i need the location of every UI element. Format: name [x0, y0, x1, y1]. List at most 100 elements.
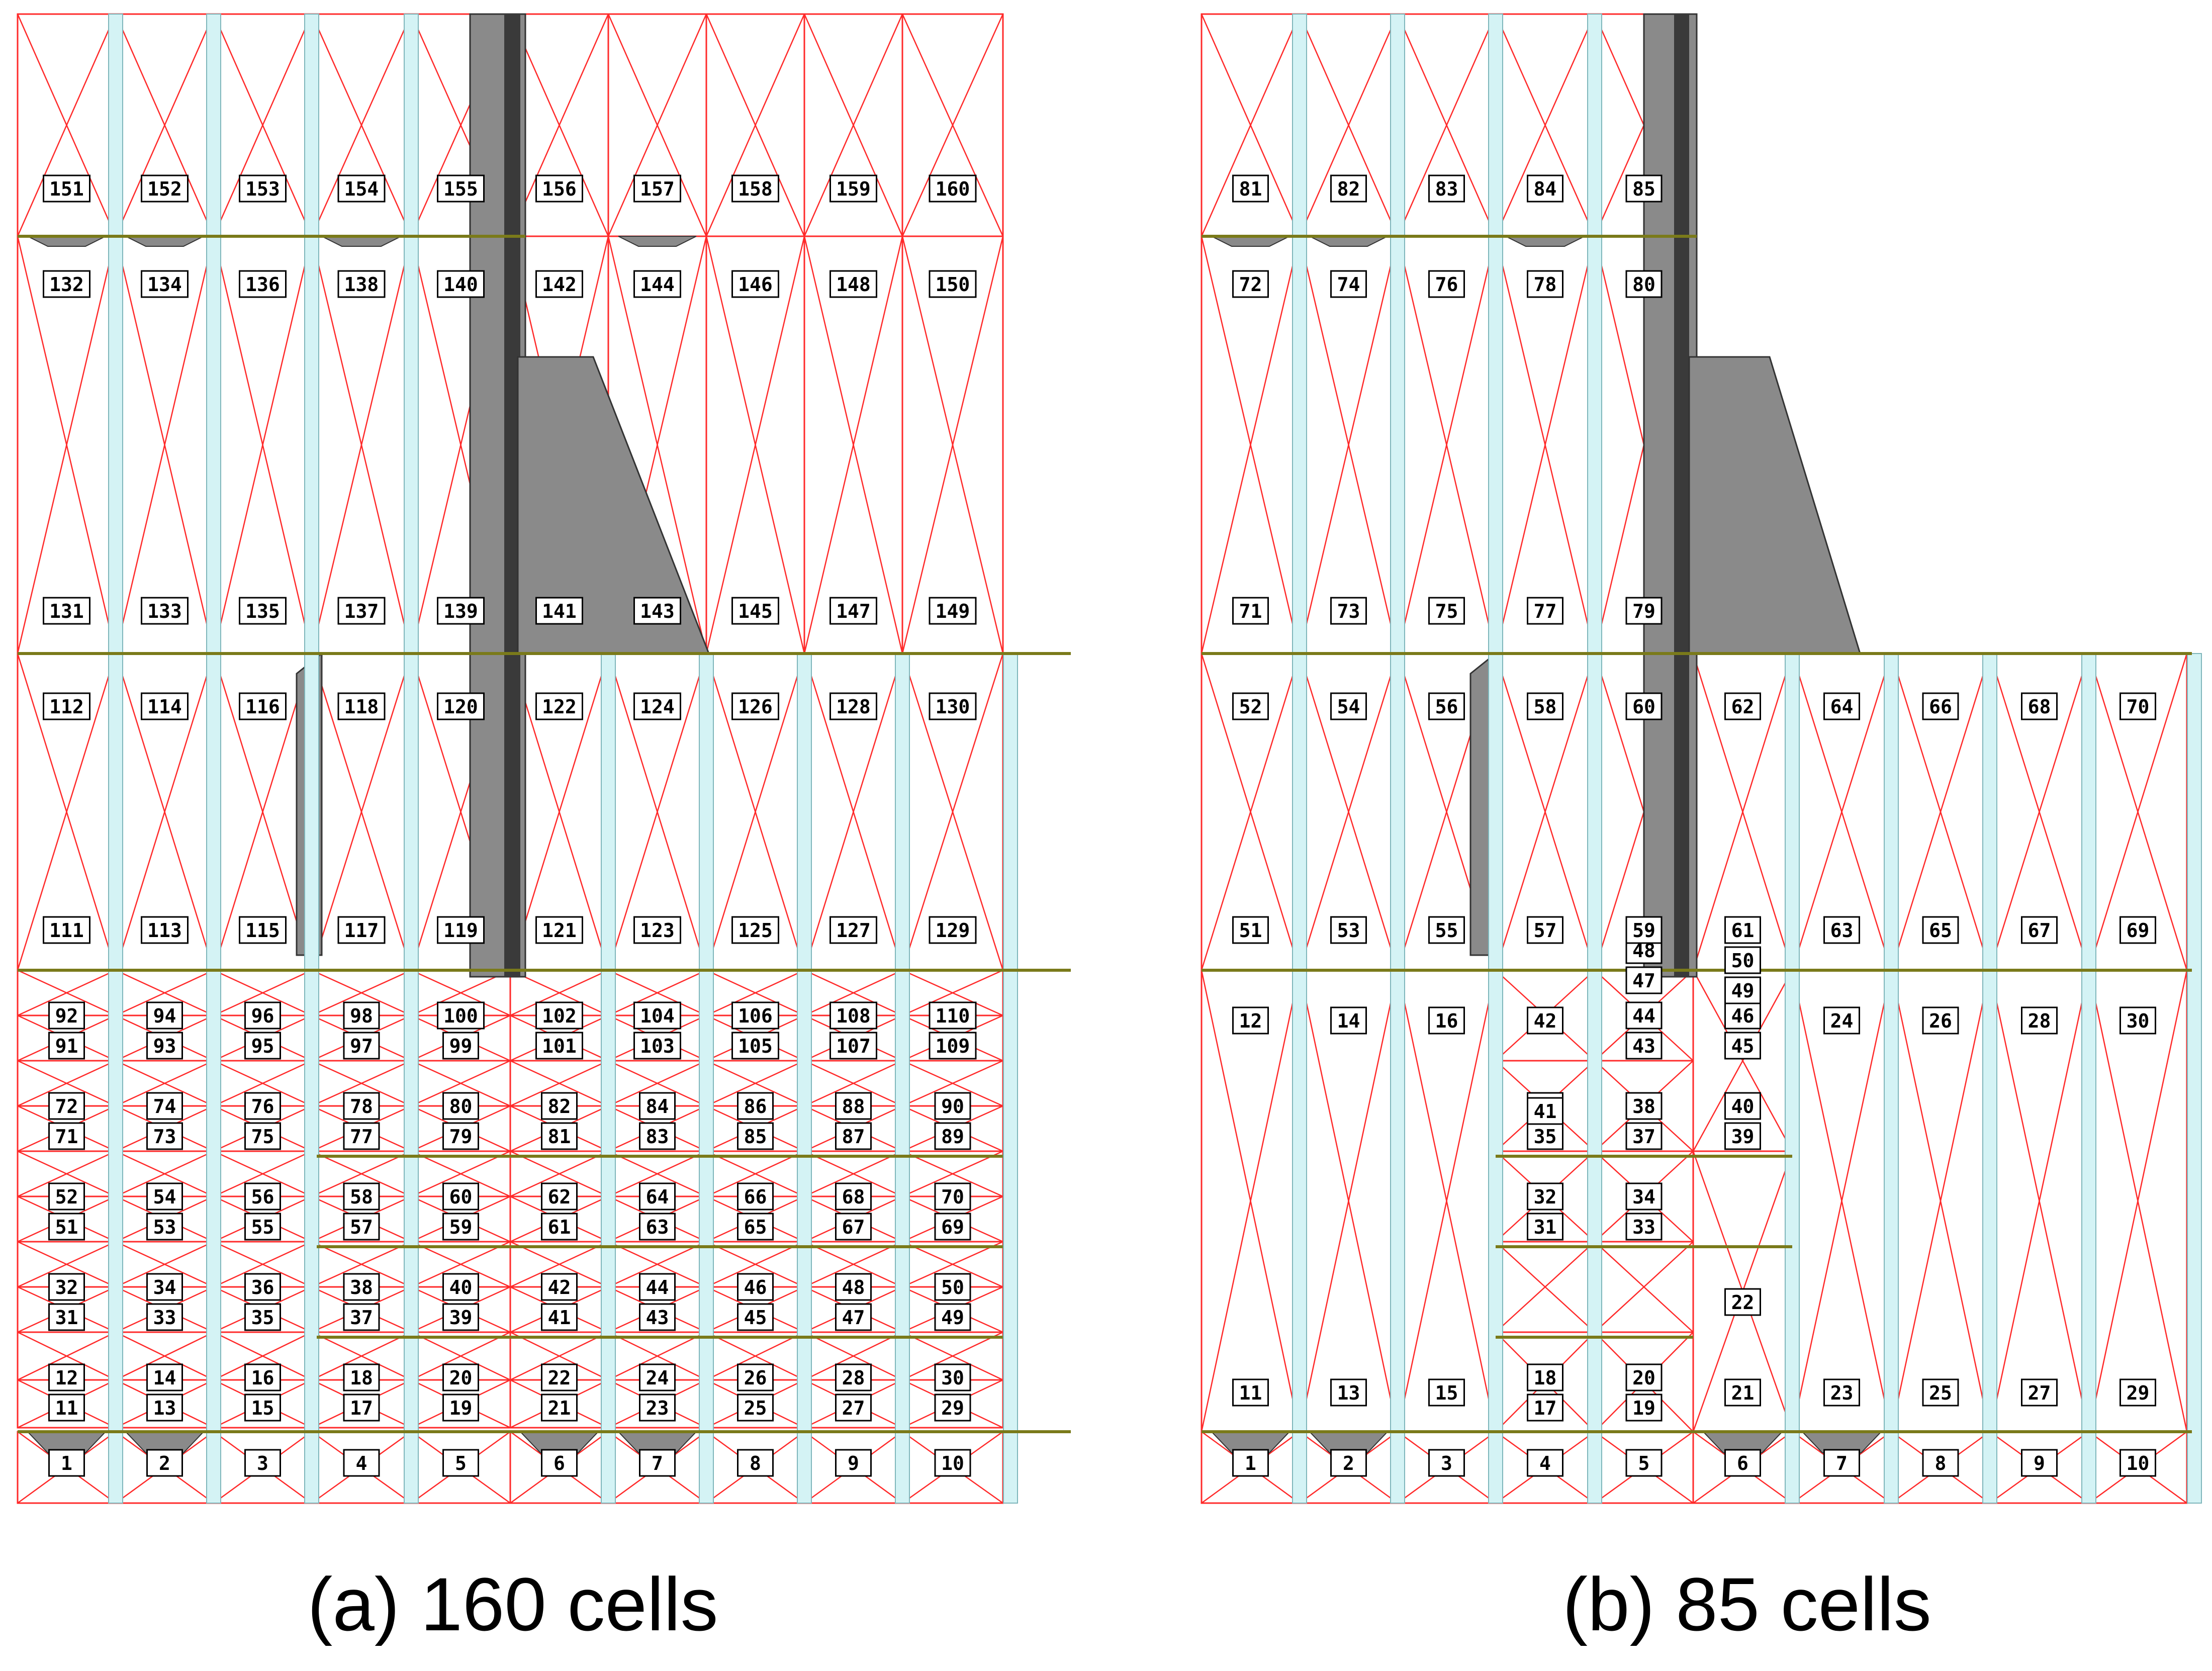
- cell-label: 63: [646, 1216, 669, 1238]
- cell-label: 116: [245, 696, 280, 718]
- cell-label: 27: [2028, 1382, 2051, 1404]
- cell-label-box: [1330, 174, 1367, 203]
- cell-label: 74: [1337, 273, 1360, 296]
- cell-label-box: [934, 1394, 971, 1422]
- cell-label-box: [541, 1449, 578, 1477]
- cell-label: 7: [1836, 1452, 1848, 1474]
- cell-diagonal: [17, 236, 117, 654]
- cell-label: 7: [652, 1452, 663, 1474]
- cell-diagonal: [115, 236, 215, 654]
- cell-label-box: [343, 1182, 380, 1211]
- cell-label-box: [639, 1182, 676, 1211]
- cell-label-box: [48, 1273, 85, 1301]
- cell-label-box: [535, 174, 583, 203]
- cell-diagonal: [17, 1331, 116, 1381]
- cell-diagonal: [510, 1060, 609, 1107]
- cell-diagonal: [1397, 970, 1497, 1432]
- cell-label: 144: [640, 273, 675, 296]
- stiffener: [1003, 653, 1018, 1504]
- cell-label: 13: [153, 1397, 176, 1419]
- cell-label: 73: [153, 1126, 176, 1148]
- cell-label-box: [731, 270, 779, 298]
- stiffener: [601, 653, 616, 1504]
- cell-label: 95: [251, 1035, 274, 1057]
- cell-label-box: [43, 692, 90, 720]
- cell-label-box: [1625, 916, 1663, 944]
- cell-diagonal: [608, 1331, 707, 1381]
- cell-label-box: [2119, 1006, 2156, 1035]
- cell-label-box: [1922, 1378, 1959, 1407]
- cell-label: 127: [836, 919, 871, 942]
- cell-label: 45: [1731, 1035, 1755, 1057]
- cell-label-box: [929, 270, 977, 298]
- cell-label: 65: [744, 1216, 767, 1238]
- cell-label: 64: [1830, 696, 1854, 718]
- cell-label-box: [1232, 597, 1269, 625]
- cell-label-box: [442, 1273, 479, 1301]
- cell-diagonal: [705, 236, 805, 654]
- cell-label-box: [1330, 1378, 1367, 1407]
- cell-label: 38: [1632, 1095, 1655, 1118]
- cell-label-box: [244, 1001, 281, 1030]
- cell-label: 51: [1239, 919, 1262, 942]
- cell-label: 113: [147, 919, 182, 942]
- cell-label: 10: [2127, 1452, 2150, 1474]
- cell-label: 3: [1441, 1452, 1452, 1474]
- cell-label: 125: [738, 919, 773, 942]
- cell-label: 99: [449, 1035, 473, 1057]
- cell-label: 9: [2034, 1452, 2045, 1474]
- cell-label-box: [244, 1122, 281, 1150]
- cell-diagonal: [1791, 970, 1892, 1432]
- cell-label-box: [934, 1092, 971, 1120]
- cell-label-box: [639, 1213, 676, 1241]
- cell-label-box: [737, 1303, 774, 1331]
- cell-label-box: [244, 1449, 281, 1477]
- cell-label-box: [343, 1273, 380, 1301]
- cell-diagonal: [213, 14, 313, 237]
- cell-label: 17: [1534, 1397, 1557, 1419]
- cell-label: 63: [1830, 919, 1854, 942]
- cell-label-box: [239, 916, 287, 944]
- cell-label-box: [829, 174, 877, 203]
- cell-label: 60: [1632, 696, 1655, 718]
- cell-diagonal: [411, 969, 511, 1016]
- cell-label: 31: [1534, 1216, 1557, 1238]
- cell-label: 102: [542, 1005, 577, 1027]
- cell-label-box: [442, 1092, 479, 1120]
- cell-diagonal: [17, 653, 117, 971]
- cell-label: 27: [842, 1397, 865, 1419]
- cell-label-box: [1724, 1001, 1761, 1030]
- cell-label-box: [244, 1394, 281, 1422]
- cell-label-box: [1823, 916, 1860, 944]
- cell-label: 56: [251, 1186, 274, 1208]
- cell-diagonal: [311, 1150, 412, 1197]
- cell-label-box: [343, 1449, 380, 1477]
- cell-label-box: [1724, 1122, 1761, 1150]
- cell-label-box: [146, 1273, 183, 1301]
- cell-label-box: [1724, 1449, 1761, 1477]
- cell-label: 66: [1929, 696, 1952, 718]
- cell-label-box: [1625, 1182, 1663, 1211]
- cell-label: 158: [738, 178, 773, 200]
- cell-label-box: [48, 1092, 85, 1120]
- cell-label-box: [2021, 916, 2058, 944]
- cell-label: 54: [1337, 696, 1360, 718]
- cell-label: 30: [2127, 1010, 2150, 1032]
- cell-label: 147: [836, 600, 871, 622]
- cell-label-box: [737, 1363, 774, 1391]
- cell-label-box: [146, 1122, 183, 1150]
- cell-diagonal: [311, 1331, 412, 1381]
- cell-diagonal: [1989, 653, 2090, 971]
- cell-label-box: [1625, 1122, 1663, 1150]
- cell-label: 124: [640, 696, 675, 718]
- cell-label: 111: [49, 919, 84, 942]
- cell-label-box: [1625, 966, 1663, 994]
- stiffener: [1982, 653, 1997, 1504]
- cell-label-box: [146, 1182, 183, 1211]
- cell-diagonal: [17, 1241, 116, 1288]
- cell-label-box: [1330, 270, 1367, 298]
- cell-label-box: [835, 1449, 872, 1477]
- cell-label: 47: [842, 1307, 865, 1329]
- cell-label: 121: [542, 919, 577, 942]
- cell-label-box: [1724, 1092, 1761, 1120]
